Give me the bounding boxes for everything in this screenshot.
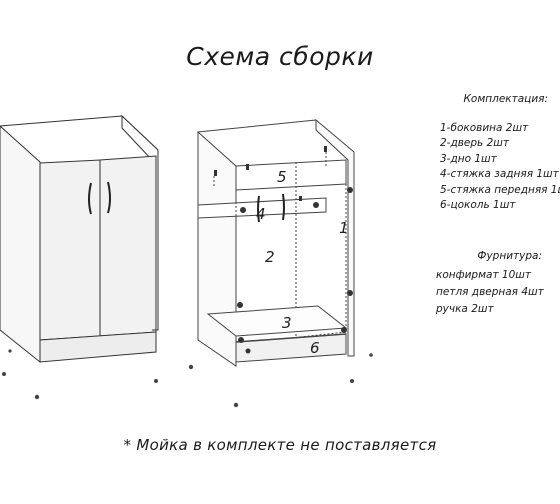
confirmat-icon	[299, 196, 302, 201]
page-title: Схема сборки	[186, 42, 374, 71]
confirmat-icon	[347, 290, 353, 296]
confirmat-icon	[245, 348, 251, 354]
confirmat-icon	[237, 302, 243, 308]
exploded-left-side	[197, 130, 237, 367]
cabinet-plinth	[39, 331, 157, 363]
hardware-item: конфирмат 10шт	[436, 269, 531, 281]
kit-item: 4-стяжка задняя 1шт	[440, 168, 559, 180]
foot-icon	[369, 353, 373, 357]
kit-item: 1-боковина 2шт	[440, 121, 529, 134]
foot-icon	[233, 402, 239, 408]
exploded-right-side	[315, 118, 355, 357]
hardware-list: Фурнитура: конфирмат 10шт петля дверная …	[436, 248, 558, 318]
confirmat-icon	[341, 327, 347, 333]
confirmat-icon	[347, 187, 353, 193]
confirmat-icon	[313, 202, 319, 208]
kit-item: 2-дверь 2шт	[440, 137, 509, 149]
foot-icon	[8, 349, 12, 353]
cabinet-feet	[2, 349, 373, 408]
part-number-1: 1	[339, 219, 349, 237]
hardware-heading: Фурнитура:	[477, 250, 542, 262]
exploded-cabinet	[197, 118, 355, 367]
kit-list: Комплектация: 1-боковина 2шт 2-дверь 2шт…	[440, 92, 560, 214]
assembled-cabinet	[0, 114, 159, 364]
hardware-item: ручка 2шт	[436, 303, 494, 315]
foot-icon	[34, 394, 40, 400]
kit-item: 5-стяжка передняя 1шт	[440, 183, 560, 196]
foot-icon	[350, 379, 354, 383]
cabinet-left-side	[0, 125, 41, 364]
handle-right-icon	[282, 193, 285, 221]
foot-icon	[188, 364, 194, 370]
part-number-4: 4	[256, 205, 266, 223]
part-number-6: 6	[310, 339, 320, 357]
handle-right-icon	[107, 181, 111, 214]
confirmat-icon	[238, 337, 244, 343]
confirmat-icon	[240, 207, 246, 213]
part-number-3: 3	[282, 314, 292, 332]
hardware-markers	[214, 146, 353, 354]
kit-item: 3-дно 1шт	[440, 152, 497, 165]
kit-heading: Комплектация:	[463, 93, 548, 105]
confirmat-icon	[324, 146, 327, 152]
handle-left-icon	[88, 182, 92, 215]
foot-icon	[2, 372, 6, 376]
part-number-5: 5	[277, 168, 287, 186]
footnote: * Мойка в комплекте не поставляется	[123, 436, 437, 454]
kit-item: 6-цоколь 1шт	[440, 199, 516, 211]
handle-left-icon	[257, 195, 260, 223]
front-rail-part-5	[235, 159, 347, 191]
cabinet-top-edge-back	[0, 115, 123, 127]
part-number-2: 2	[265, 248, 275, 266]
confirmat-icon	[214, 170, 217, 176]
hardware-item: петля дверная 4шт	[436, 286, 544, 298]
confirmat-icon	[246, 164, 249, 170]
foot-icon	[154, 379, 158, 383]
